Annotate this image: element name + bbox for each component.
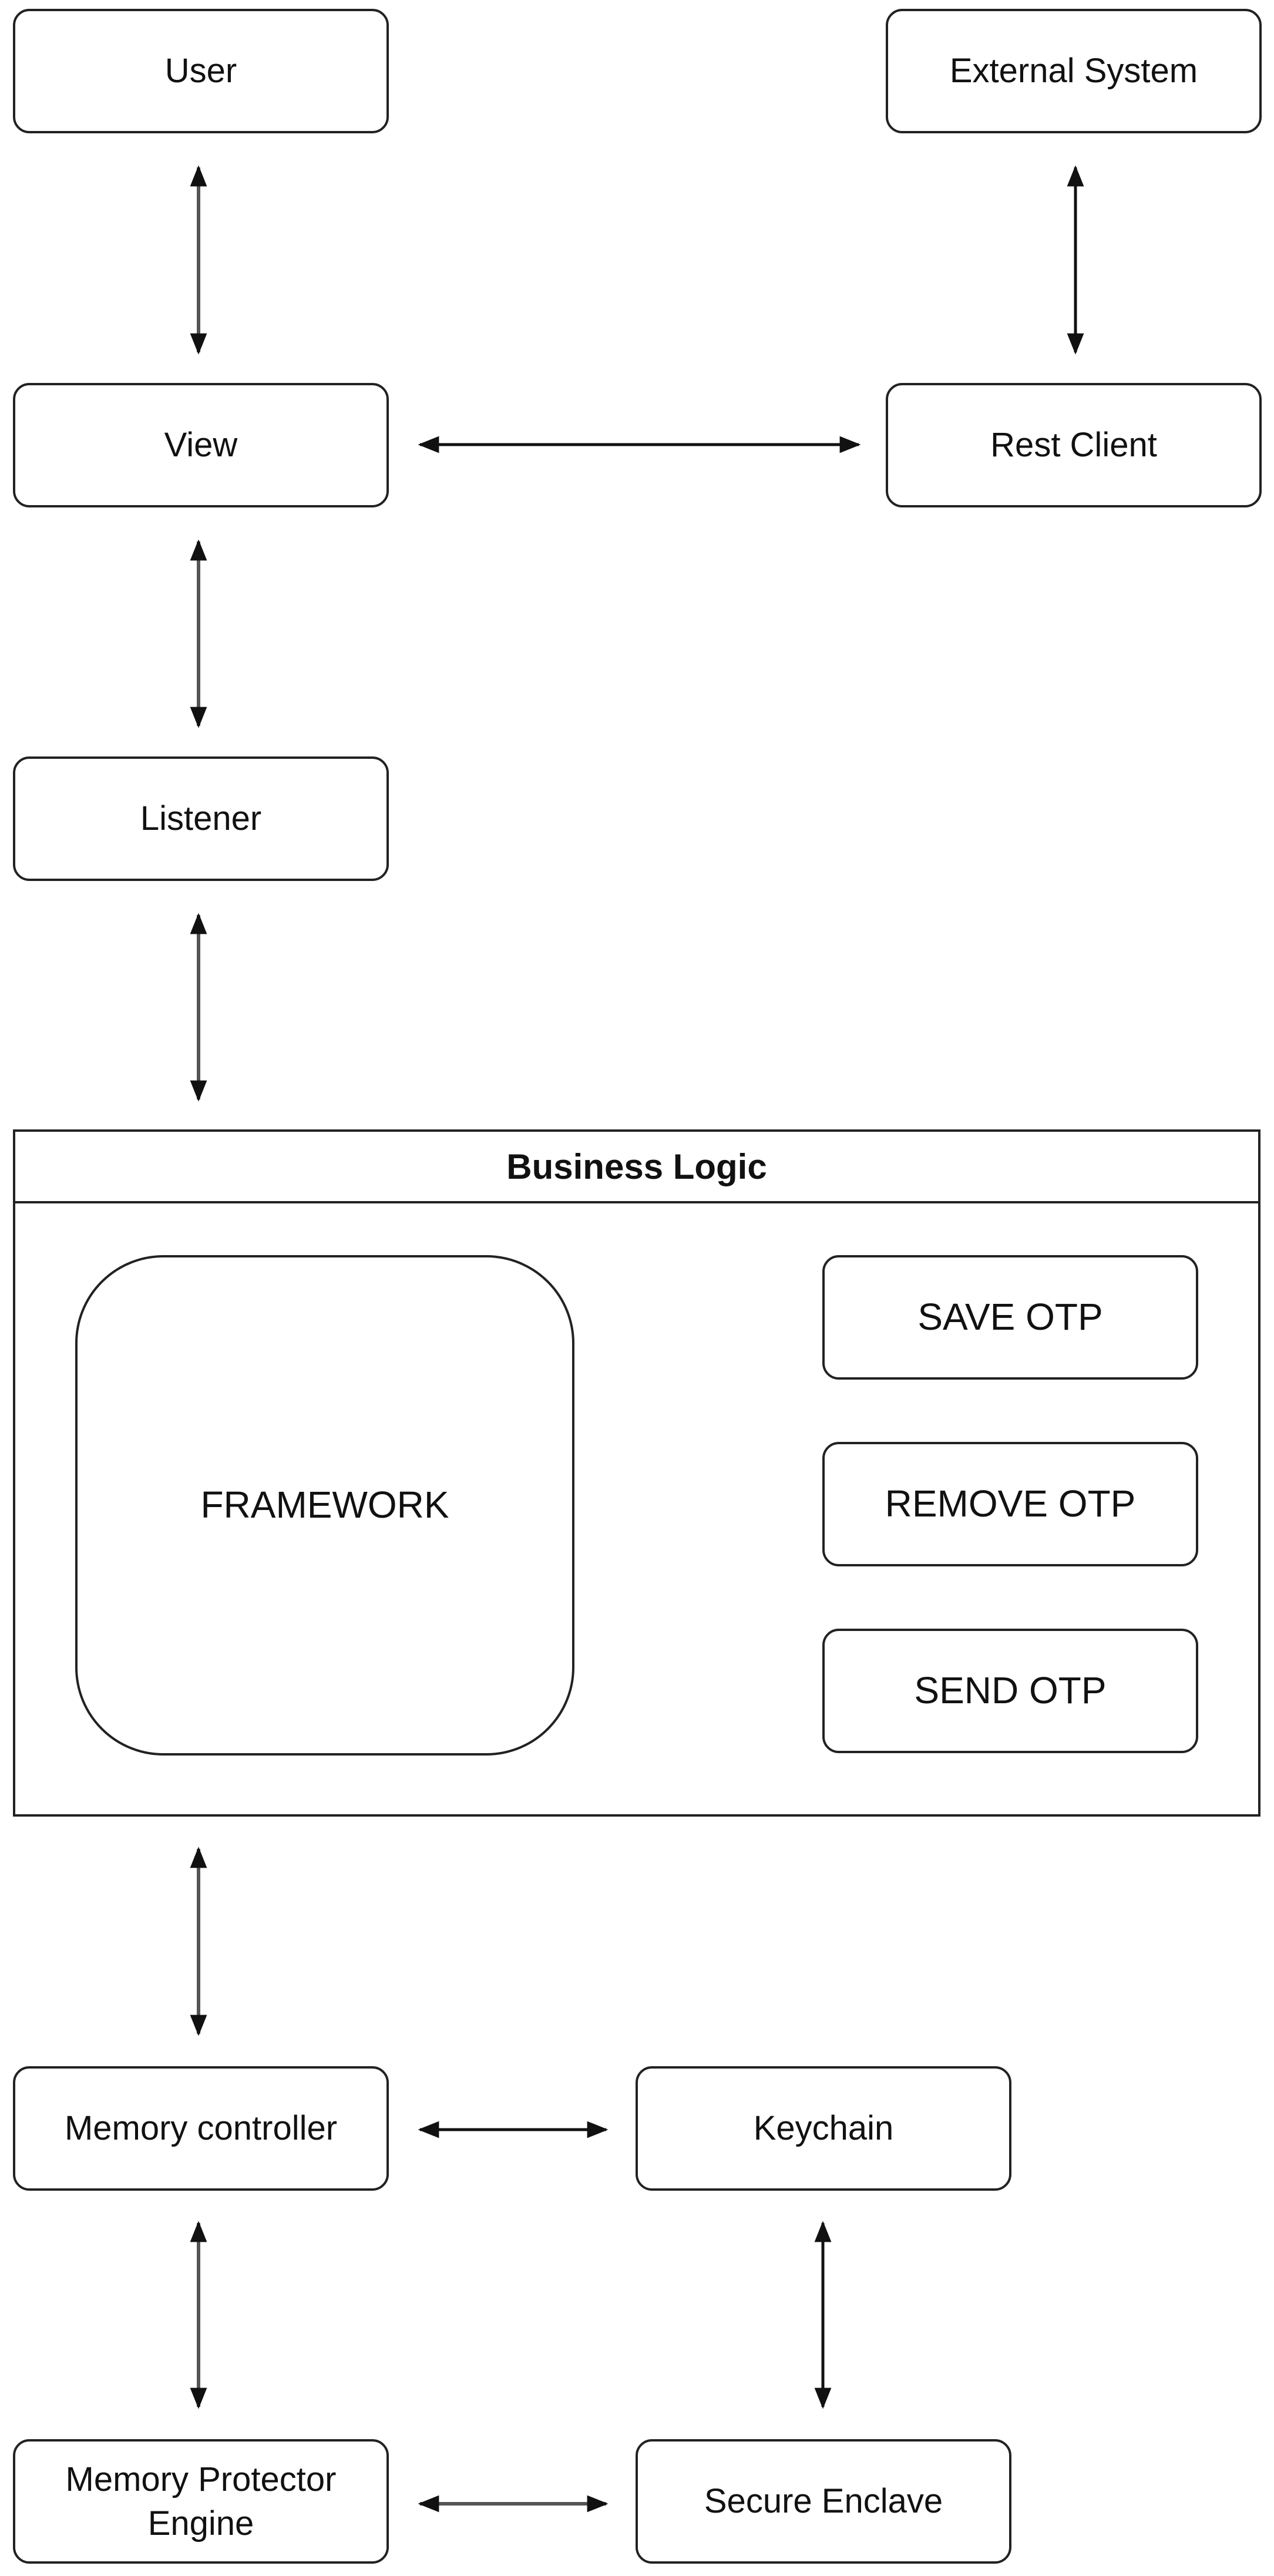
node-rest-client: Rest Client [886, 383, 1262, 507]
node-send-otp: SEND OTP [822, 1629, 1198, 1753]
node-listener-label: Listener [140, 799, 262, 838]
node-save-otp-label: SAVE OTP [917, 1296, 1103, 1339]
node-framework: FRAMEWORK [75, 1255, 574, 1756]
node-user: User [13, 9, 389, 133]
node-keychain-label: Keychain [753, 2109, 894, 2148]
node-keychain: Keychain [636, 2066, 1011, 2191]
node-user-label: User [164, 52, 237, 90]
node-memory-protector-engine: Memory Protector Engine [13, 2439, 389, 2564]
node-view: View [13, 383, 389, 507]
node-remove-otp: REMOVE OTP [822, 1442, 1198, 1566]
node-secure-enclave-label: Secure Enclave [704, 2482, 943, 2521]
node-rest-client-label: Rest Client [990, 426, 1157, 465]
node-listener: Listener [13, 756, 389, 881]
node-remove-otp-label: REMOVE OTP [885, 1482, 1136, 1525]
node-save-otp: SAVE OTP [822, 1255, 1198, 1380]
node-memory-protector-engine-label: Memory Protector Engine [65, 2460, 337, 2543]
node-external-system-label: External System [949, 52, 1198, 90]
node-secure-enclave: Secure Enclave [636, 2439, 1011, 2564]
business-logic-title: Business Logic [15, 1132, 1258, 1203]
node-send-otp-label: SEND OTP [914, 1669, 1107, 1712]
node-memory-controller: Memory controller [13, 2066, 389, 2191]
node-view-label: View [164, 426, 238, 465]
node-external-system: External System [886, 9, 1262, 133]
node-memory-controller-label: Memory controller [64, 2109, 338, 2148]
node-framework-label: FRAMEWORK [200, 1484, 449, 1526]
